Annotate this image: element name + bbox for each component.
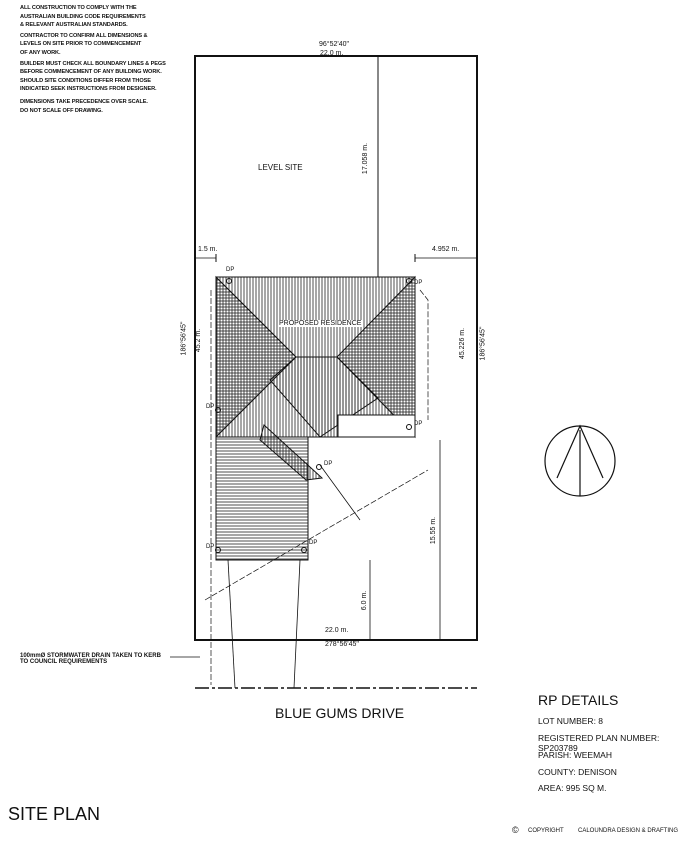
registered-plan-number: REGISTERED PLAN NUMBER: SP203789 bbox=[538, 733, 660, 753]
note-line: BEFORE COMMENCEMENT OF ANY BUILDING WORK… bbox=[20, 69, 162, 76]
parish: PARISH: WEEMAH bbox=[538, 750, 612, 760]
downpipe-label: DP bbox=[206, 404, 215, 410]
firm-name: CALOUNDRA DESIGN & DRAFTING bbox=[578, 828, 679, 834]
downpipe-markers bbox=[215, 278, 412, 553]
downpipe-label: DP bbox=[414, 421, 423, 427]
level-site-label: LEVEL SITE bbox=[258, 163, 303, 172]
street-name: BLUE GUMS DRIVE bbox=[275, 705, 405, 721]
proposed-residence-roof bbox=[215, 275, 416, 561]
stormwater-note-line: TO COUNCIL REQUIREMENTS bbox=[20, 659, 108, 665]
note-line: & RELEVANT AUSTRALIAN STANDARDS. bbox=[20, 22, 128, 29]
downpipe-label: DP bbox=[206, 544, 215, 550]
north-arrow-icon bbox=[544, 424, 616, 497]
county: COUNTY: DENISON bbox=[538, 767, 617, 777]
downpipe-label: DP bbox=[414, 280, 423, 286]
right-length: 45.226 m. bbox=[459, 327, 467, 360]
bottom-bearing: 278°56'45" bbox=[325, 641, 359, 648]
right-setback-dim: 4.952 m. bbox=[432, 246, 460, 253]
general-notes: ALL CONSTRUCTION TO COMPLY WITH THE AUST… bbox=[20, 4, 166, 115]
rp-details-title: RP DETAILS bbox=[538, 692, 619, 708]
top-length: 22.0 m. bbox=[320, 50, 344, 57]
copyright-label: COPYRIGHT bbox=[528, 828, 564, 834]
copyright-icon: © bbox=[512, 825, 519, 835]
note-line: SHOULD SITE CONDITIONS DIFFER FROM THOSE bbox=[20, 77, 151, 84]
note-line: INDICATED SEEK INSTRUCTIONS FROM DESIGNE… bbox=[20, 86, 157, 93]
note-line: CONTRACTOR TO CONFIRM ALL DIMENSIONS & bbox=[20, 32, 148, 39]
top-bearing: 96°52'40" bbox=[319, 41, 349, 48]
side-dim: 15.55 m. bbox=[430, 516, 438, 545]
downpipe-label: DP bbox=[309, 540, 318, 546]
stormwater-note-line: 100mmØ STORMWATER DRAIN TAKEN TO KERB bbox=[20, 653, 161, 659]
downpipe-label: DP bbox=[226, 267, 235, 273]
sheet-title: SITE PLAN bbox=[8, 804, 101, 824]
lot-boundary bbox=[194, 55, 478, 641]
note-line: AUSTRALIAN BUILDING CODE REQUIREMENTS bbox=[20, 13, 146, 20]
note-line: DIMENSIONS TAKE PRECEDENCE OVER SCALE. bbox=[20, 98, 148, 105]
front-setback-dim: 6.0 m. bbox=[361, 590, 369, 611]
left-bearing: 186°56'45" bbox=[180, 321, 188, 356]
lot-number: LOT NUMBER: 8 bbox=[538, 716, 604, 726]
note-line: OF ANY WORK. bbox=[20, 49, 61, 56]
left-setback-dim: 1.5 m. bbox=[198, 246, 218, 253]
note-line: ALL CONSTRUCTION TO COMPLY WITH THE bbox=[20, 5, 137, 11]
note-line: DO NOT SCALE OFF DRAWING. bbox=[20, 107, 103, 114]
residence-label: PROPOSED RESIDENCE bbox=[278, 320, 363, 327]
note-line: BUILDER MUST CHECK ALL BOUNDARY LINES & … bbox=[20, 60, 166, 67]
note-line: LEVELS ON SITE PRIOR TO COMMENCEMENT bbox=[20, 41, 142, 48]
stormwater-note: 100mmØ STORMWATER DRAIN TAKEN TO KERB TO… bbox=[20, 653, 161, 665]
right-bearing: 186°56'45" bbox=[479, 326, 487, 361]
area: AREA: 995 SQ M. bbox=[538, 783, 607, 793]
bottom-length: 22.0 m. bbox=[325, 627, 349, 634]
downpipe-label: DP bbox=[324, 461, 333, 467]
rear-setback-dim: 17.058 m. bbox=[362, 142, 370, 175]
left-length: 45.2 m. bbox=[195, 328, 203, 353]
